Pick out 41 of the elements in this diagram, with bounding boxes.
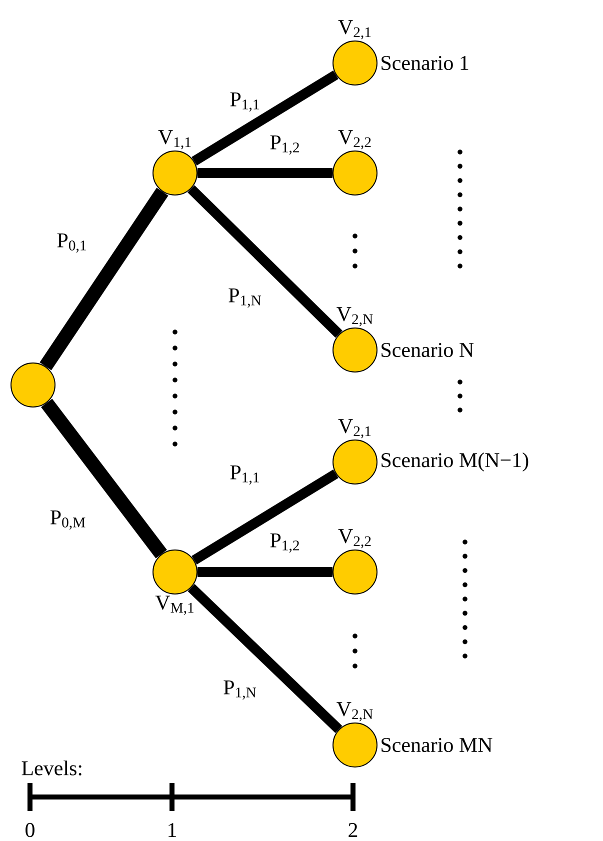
edge-label: P$_{1,2}$ [270, 135, 299, 155]
node-label: V$_{2,1}$ [338, 419, 371, 438]
branch-line [192, 469, 338, 565]
axis-label: 2 [348, 823, 358, 837]
node-label: V$_{M,1}$ [155, 596, 194, 615]
branch-line [198, 567, 332, 577]
branch-line [198, 168, 332, 178]
tree-node: V$_{2,2}$ [332, 130, 378, 196]
edge-label: P$_{0,M}$ [50, 510, 86, 530]
axis-label: Levels: [22, 760, 82, 776]
tree-node: V$_{2,1}$ [332, 419, 378, 484]
axis-label: 1 [168, 823, 176, 837]
scenario-label: Scenario N [382, 342, 474, 358]
edge-label: P$_{1,1}$ [230, 92, 259, 112]
scenario-label: Scenario MN [382, 738, 492, 752]
tree-node: V$_{2,2}$ [332, 529, 378, 594]
tree-node: V$_{M,1}$ [152, 550, 198, 615]
branch-line [188, 185, 342, 338]
scenario-label: Scenario M(N−1) [382, 452, 528, 472]
edge-label: P$_{1,1}$ [230, 465, 259, 485]
node-label: V$_{2,2}$ [338, 529, 371, 548]
tree-node: V$_{1,1}$ [152, 130, 198, 196]
edge-label: P$_{1,N}$ [224, 680, 256, 700]
scenario-label: Scenario 1 [382, 56, 468, 70]
branch-line [40, 188, 168, 370]
tree-node: V$_{2,N}$ [332, 702, 378, 768]
edge-label: P$_{1,2}$ [270, 533, 299, 553]
branch-line [188, 584, 342, 734]
node-label: V$_{2,2}$ [338, 130, 371, 150]
node-label: V$_{2,1}$ [338, 20, 371, 40]
edge-label: P$_{0,1}$ [57, 233, 86, 253]
node-label: V$_{1,1}$ [158, 130, 191, 150]
node-label: V$_{2,N}$ [336, 307, 373, 326]
node-label: V$_{2,N}$ [336, 702, 373, 722]
branch-line [192, 70, 338, 166]
edge-label: P$_{1,N}$ [228, 288, 262, 308]
tree-node: V$_{2,1}$ [332, 20, 378, 86]
axis-label: 0 [26, 822, 34, 838]
branch-line [41, 398, 167, 558]
tree-node [10, 362, 56, 408]
tree-node: V$_{2,N}$ [332, 307, 378, 372]
